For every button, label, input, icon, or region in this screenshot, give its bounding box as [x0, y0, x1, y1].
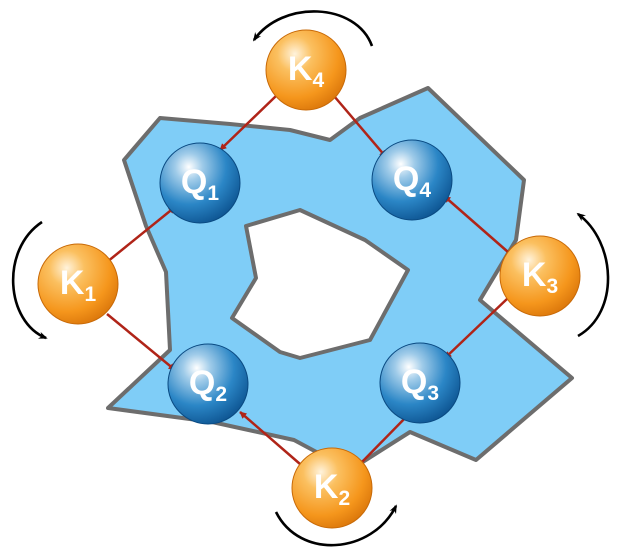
k-node-k4: K4 [265, 29, 347, 111]
svg-text:Q4: Q4 [393, 160, 431, 202]
edge-k2-q3 [361, 412, 411, 463]
k-node-letter: K [314, 468, 339, 506]
k-node-subscript: 2 [338, 487, 350, 510]
k-node-subscript: 3 [546, 275, 558, 298]
q-node-subscript: 1 [207, 182, 219, 205]
edge-layer [106, 95, 509, 465]
k-node-k1: K1 [37, 243, 119, 325]
q-node-letter: Q [189, 364, 215, 402]
rotation-arrow-k4 [252, 10, 374, 47]
q-node-subscript: 3 [427, 382, 439, 405]
rotation-arrows [11, 10, 610, 547]
svg-text:Q1: Q1 [181, 163, 219, 205]
edge-k3-q4 [443, 195, 509, 253]
rotation-arrow-k2 [274, 504, 398, 547]
svg-text:K2: K2 [314, 468, 350, 510]
edge-k2-q2 [239, 411, 301, 465]
q-node-letter: Q [181, 163, 207, 201]
edge-k1-q1 [106, 206, 176, 263]
k-node-letter: K [288, 50, 313, 88]
k-node-k2: K2 [291, 447, 373, 529]
svg-text:K1: K1 [60, 264, 97, 306]
k-node-letter: K [60, 264, 85, 302]
q-node-subscript: 2 [215, 383, 227, 406]
q-node-q2: Q2 [167, 343, 249, 425]
k-node-k3: K3 [499, 235, 581, 317]
edge-k4-q4 [333, 95, 387, 158]
edge-k4-q1 [219, 95, 277, 151]
q-node-q1: Q1 [159, 142, 241, 224]
k-node-subscript: 4 [312, 69, 324, 92]
q-node-q4: Q4 [371, 139, 453, 221]
k-node-subscript: 1 [84, 283, 96, 306]
rotation-arrow-k3 [576, 212, 610, 338]
svg-text:K4: K4 [288, 50, 325, 92]
svg-text:Q3: Q3 [401, 363, 439, 405]
q-node-q3: Q3 [379, 342, 461, 424]
edge-k3-q3 [444, 297, 509, 359]
svg-text:K3: K3 [522, 256, 558, 298]
svg-text:Q2: Q2 [189, 364, 227, 406]
edge-k1-q2 [106, 313, 176, 371]
q-node-letter: Q [401, 363, 427, 401]
q-node-subscript: 4 [419, 179, 431, 202]
q-node-letter: Q [393, 160, 419, 198]
k-node-letter: K [522, 256, 547, 294]
rotation-arrow-k1 [11, 220, 48, 340]
